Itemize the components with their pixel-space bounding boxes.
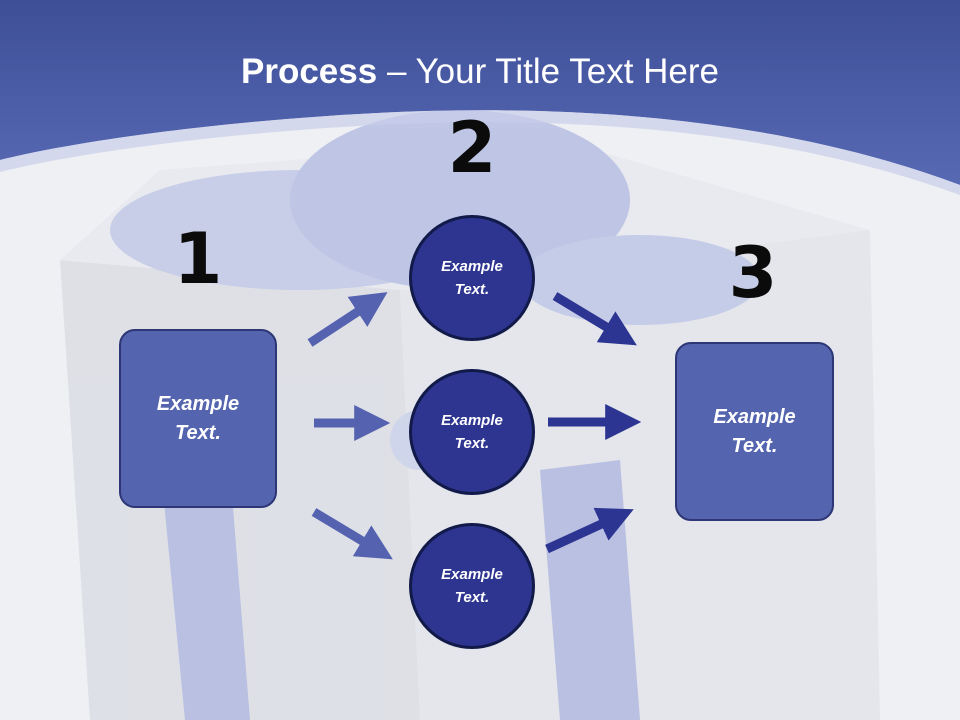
process-circle-middle: Example Text. [409, 369, 535, 495]
step-number-1: 1 [173, 218, 223, 300]
box-left-line1: Example [156, 392, 240, 415]
box-right-line1: Example [713, 405, 796, 428]
circle-middle-line1: Example [441, 412, 503, 429]
circle-top-line2: Text. [454, 281, 490, 298]
slide-title: Process – Your Title Text Here [0, 52, 960, 92]
box-left-line2: Text. [175, 421, 221, 444]
circle-bottom-line2: Text. [454, 589, 490, 606]
step-number-3: 3 [728, 232, 778, 314]
arrow-bottom-to-right [545, 507, 634, 554]
process-circle-bottom: Example Text. [409, 523, 535, 649]
arrow-left-to-bottom [311, 508, 393, 560]
circle-middle-line2: Text. [454, 435, 490, 452]
process-box-right: Example Text. [675, 342, 834, 521]
circle-bottom-line1: Example [441, 566, 503, 583]
circle-top-line1: Example [441, 258, 503, 275]
box-right-line2: Text. [731, 434, 778, 457]
title-rest: – Your Title Text Here [377, 52, 719, 91]
process-box-left: Example Text. [119, 329, 277, 508]
arrow-top-to-right [552, 292, 637, 346]
process-circle-top: Example Text. [409, 215, 535, 341]
title-bold: Process [241, 52, 378, 91]
step-number-2: 2 [447, 107, 497, 189]
arrow-left-to-top [307, 292, 388, 347]
